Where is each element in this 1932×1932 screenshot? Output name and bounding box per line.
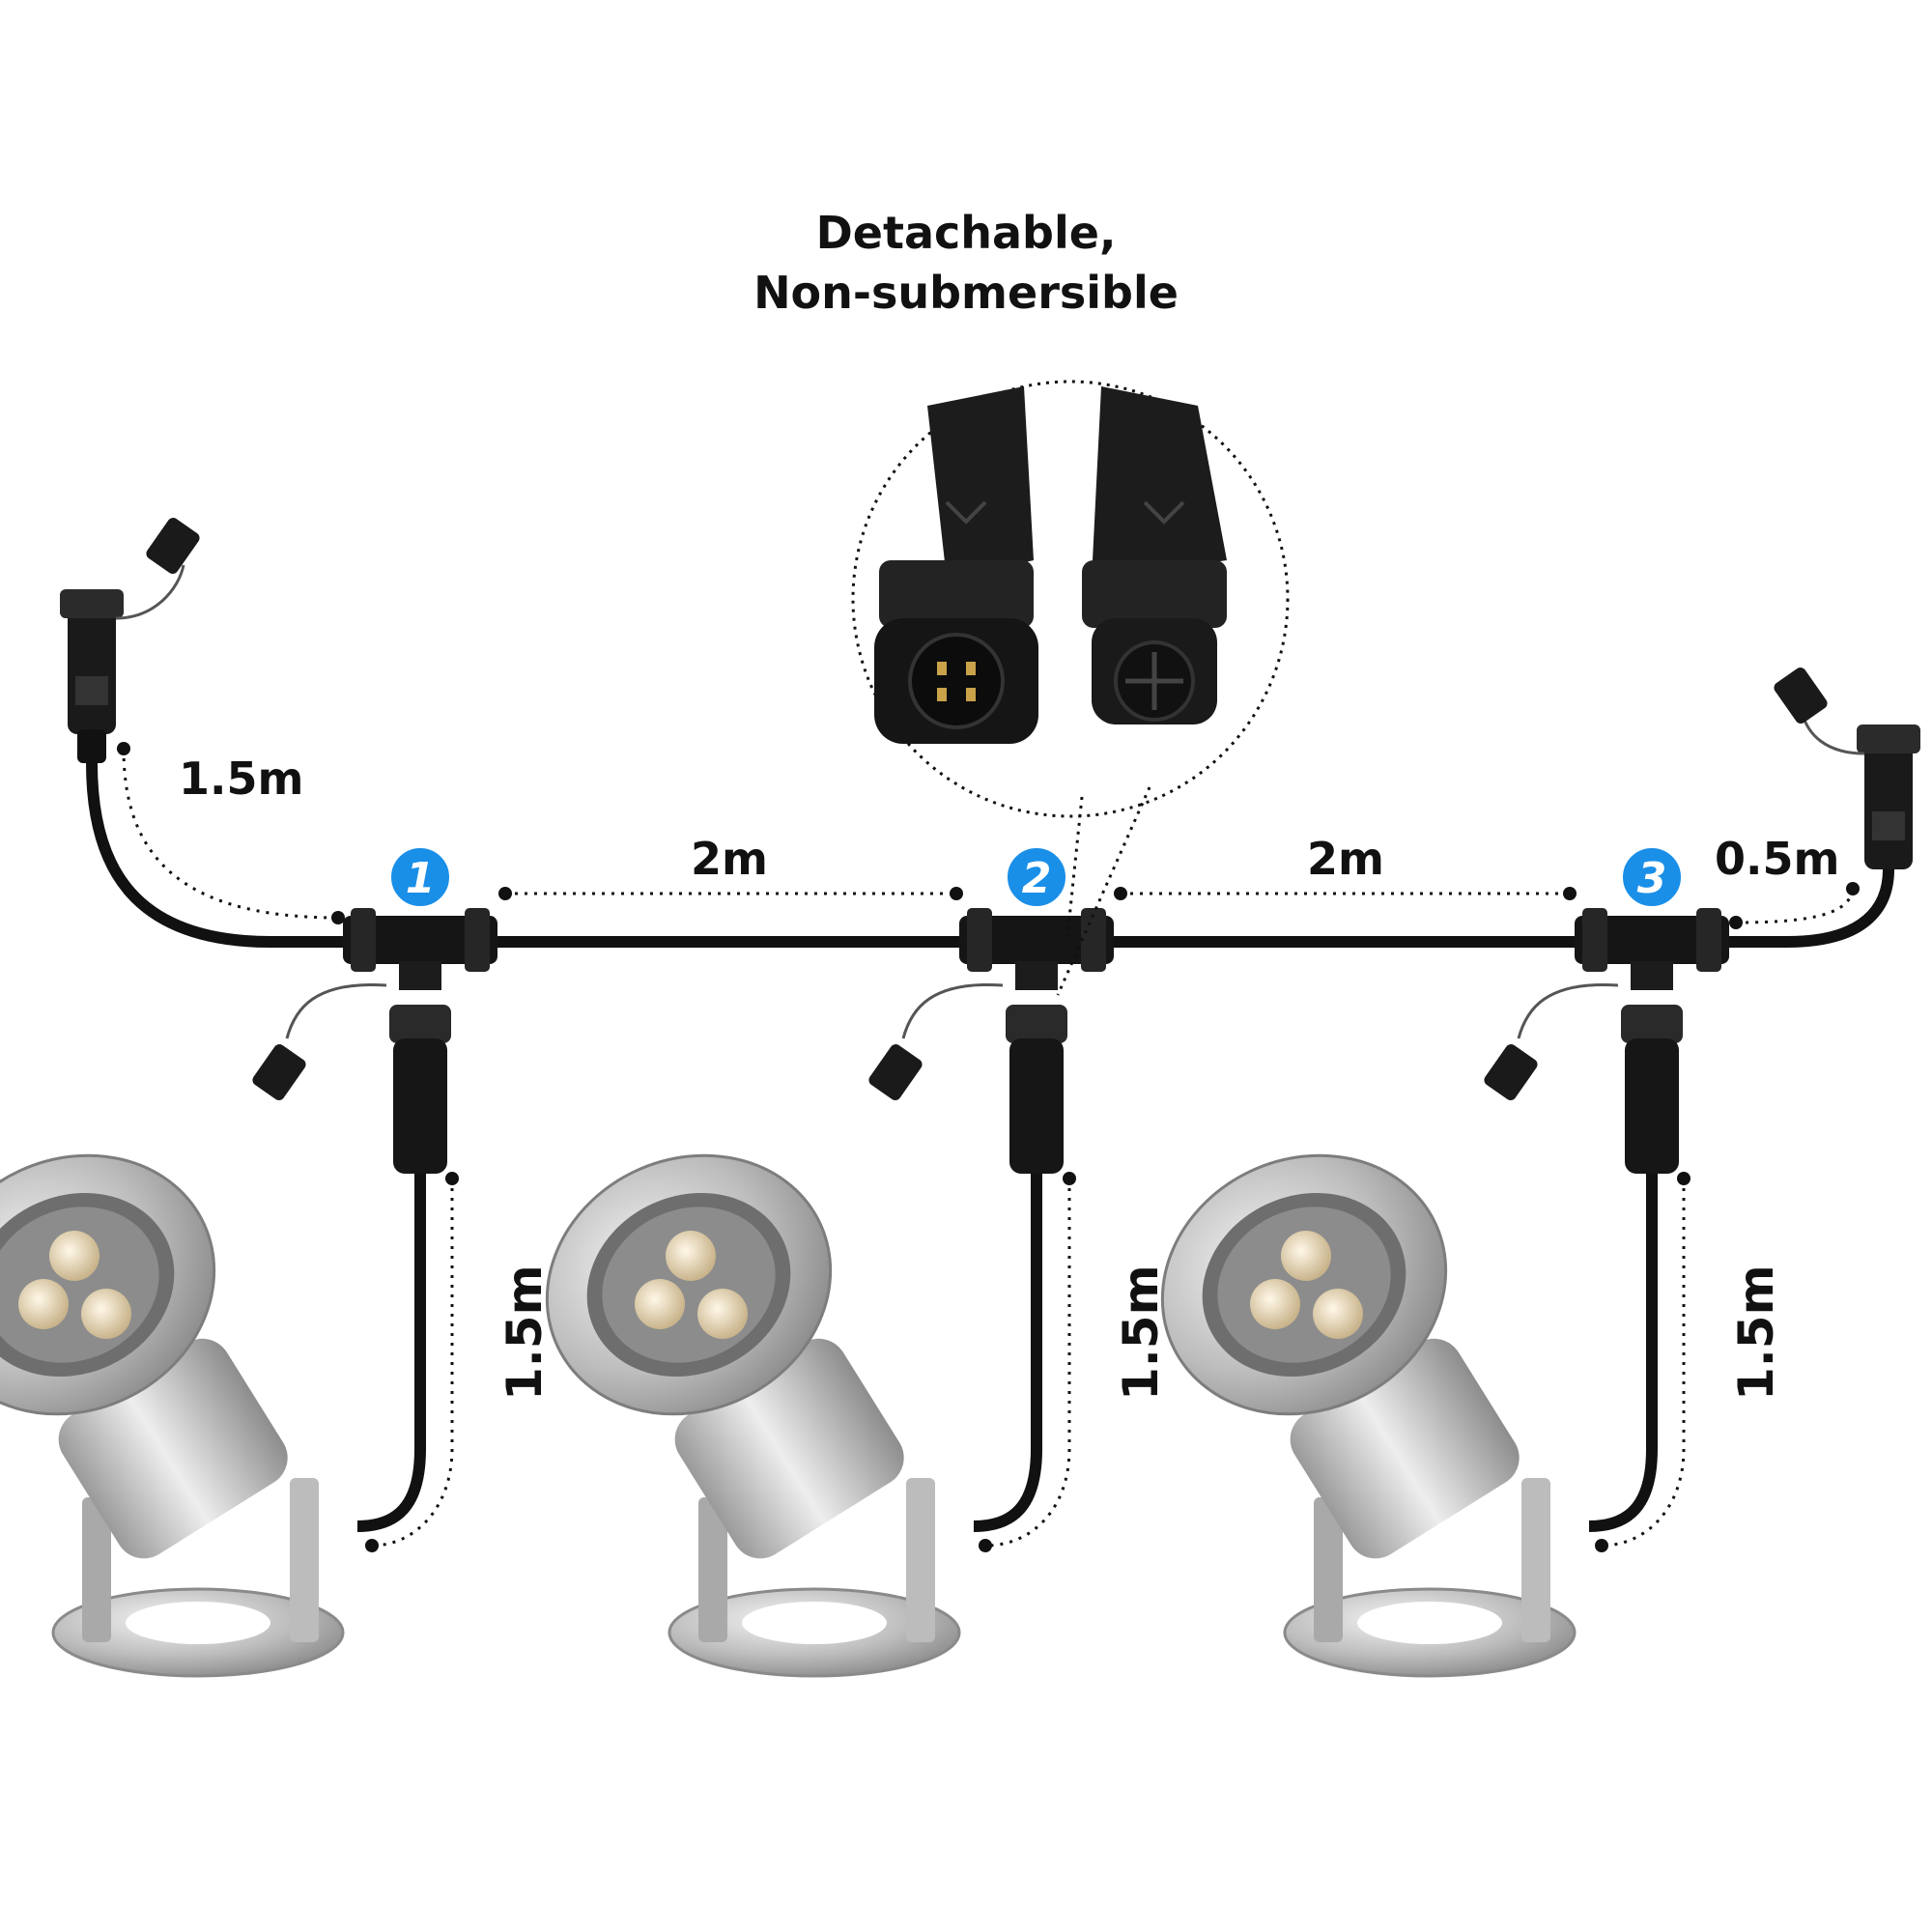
badge-3: 3 — [1619, 844, 1685, 910]
drop-connector-1-icon — [389, 1005, 451, 1174]
drop-connector-2-icon — [1006, 1005, 1067, 1174]
underwater-spotlight-1-icon — [0, 1153, 345, 1678]
drop-cable-1 — [356, 1174, 426, 1532]
input-connector-icon — [60, 589, 124, 763]
drop-cable-3 — [1588, 1174, 1658, 1532]
heading: Detachable, Non-submersible — [676, 203, 1256, 323]
connector-detail-callout — [851, 380, 1290, 996]
male-connector-icon — [874, 386, 1038, 744]
female-connector-icon — [1082, 386, 1227, 724]
dimension-endpoints — [117, 742, 1860, 1552]
heading-line-1: Detachable, — [815, 207, 1117, 259]
dimension-guides — [122, 748, 1855, 1548]
light-2-cable-length-label: 1.5m — [1113, 1264, 1169, 1401]
input-cable-length-label: 1.5m — [179, 753, 303, 805]
badge-1: 1 — [387, 844, 453, 910]
badge-3-number: 3 — [1637, 854, 1667, 903]
drop-connector-3-icon — [1621, 1005, 1683, 1174]
badge-1-number: 1 — [406, 854, 436, 903]
badge-2: 2 — [1004, 844, 1069, 910]
end-cable-length-label: 0.5m — [1715, 833, 1839, 885]
light-3-cable-length-label: 1.5m — [1728, 1264, 1784, 1401]
t-splitter-3 — [1575, 908, 1729, 990]
drop-cable-2 — [973, 1174, 1042, 1532]
t-splitter-2 — [959, 908, 1114, 990]
badge-2-number: 2 — [1022, 854, 1052, 903]
span-1-2-length-label: 2m — [691, 833, 768, 885]
light-1-cable-length-label: 1.5m — [497, 1264, 553, 1401]
main-cable — [86, 762, 1894, 948]
span-2-3-length-label: 2m — [1307, 833, 1384, 885]
end-connector-icon — [1857, 724, 1920, 869]
dust-cap-icon — [1774, 667, 1865, 755]
dust-cap-icon — [115, 517, 200, 620]
dust-cap-icon — [868, 982, 1004, 1101]
dust-cap-icon — [252, 982, 387, 1101]
underwater-spotlight-3-icon — [1160, 1153, 1577, 1678]
heading-line-2: Non-submersible — [753, 267, 1179, 319]
t-splitter-1 — [343, 908, 497, 990]
dust-cap-icon — [1484, 982, 1619, 1101]
underwater-spotlight-2-icon — [545, 1153, 961, 1678]
